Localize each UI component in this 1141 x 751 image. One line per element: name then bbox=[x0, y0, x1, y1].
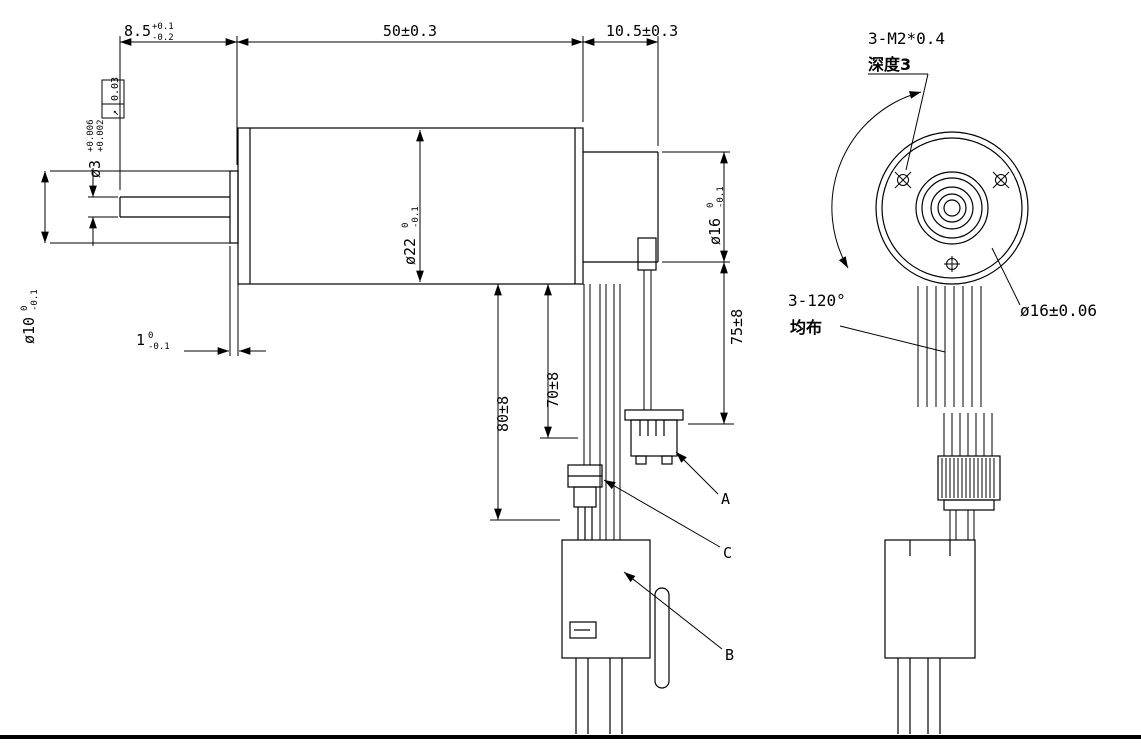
crimp-connector bbox=[937, 455, 1001, 511]
rear-housing bbox=[583, 151, 659, 271]
ribbon-cable-upper bbox=[917, 286, 982, 407]
ribbon-cable-lower bbox=[943, 413, 993, 456]
dim-rear-dia-text: ø16 0 -0.1 bbox=[706, 186, 726, 245]
front-face-circles bbox=[875, 131, 1029, 285]
front-view bbox=[831, 73, 1029, 734]
dim-lead-c-text: 70±8 bbox=[544, 372, 562, 408]
extension-lines-top bbox=[119, 36, 659, 190]
dim-shaft-length-value: 8.5 bbox=[124, 22, 151, 40]
dim-lead-c-value: 70±8 bbox=[544, 372, 562, 408]
gdt-symbol: ↗ bbox=[110, 110, 121, 116]
dim-lead-a-value: 75±8 bbox=[728, 309, 746, 345]
screw-hole-upper-right bbox=[995, 174, 1007, 186]
dim-boss-dia-tol-up: 0 bbox=[20, 306, 30, 311]
dim-rear-dia-tol-dn: -0.1 bbox=[716, 186, 726, 208]
dim-angle-arc bbox=[831, 91, 922, 269]
dim-boss-dia-lines bbox=[41, 170, 230, 244]
dim-shaft-dia-lines bbox=[88, 168, 118, 246]
dim-rear-dia-lines bbox=[662, 151, 730, 263]
dim-flange-thk-tol-dn: -0.1 bbox=[148, 342, 170, 352]
dim-shaft-dia-tol-up: +0.006 bbox=[86, 119, 96, 152]
dim-flange-thk-lines bbox=[184, 246, 266, 356]
dim-body-dia-tol-up: 0 bbox=[401, 223, 411, 228]
dim-rear-length-value: 10.5±0.3 bbox=[606, 22, 678, 40]
front-view-leaders bbox=[839, 73, 1021, 353]
dim-shaft-dia-value: ø3 bbox=[86, 160, 104, 178]
dim-rear-dia-tol-up: 0 bbox=[706, 203, 716, 208]
thread-depth-note: 深度3 bbox=[868, 55, 911, 74]
front-view-wires-mid bbox=[949, 510, 975, 540]
dim-flange-thk-tol-up: 0 bbox=[148, 331, 153, 341]
dim-flange-thk-value: 1 bbox=[136, 331, 145, 349]
label-b: B bbox=[725, 646, 734, 664]
dim-body-length-value: 50±0.3 bbox=[383, 22, 437, 40]
angle-note-leader bbox=[839, 325, 946, 353]
side-view bbox=[119, 127, 684, 734]
wire-bundle bbox=[583, 284, 621, 540]
dim-boss-dia-value: ø10 bbox=[20, 317, 38, 344]
dim-boss-dia-text: ø10 0 -0.1 bbox=[20, 289, 40, 344]
front-view-connector bbox=[884, 539, 976, 734]
angle-note: 均布 bbox=[790, 318, 822, 337]
rear-terminal-block bbox=[637, 237, 657, 271]
dim-lead-b-value: 80±8 bbox=[494, 396, 512, 432]
dim-lead-b-text: 80±8 bbox=[494, 396, 512, 432]
thread-leader bbox=[905, 73, 929, 171]
component-leaders bbox=[603, 451, 723, 650]
side-view-annotations: 8.5 +0.1 -0.2 50±0.3 10.5±0.3 ø3 +0.006 … bbox=[20, 22, 746, 664]
dim-lead-a-text: 75±8 bbox=[728, 309, 746, 345]
side-view-dimensions bbox=[41, 36, 734, 650]
gdt-value: 0.03 bbox=[110, 77, 121, 101]
motor-shaft bbox=[119, 196, 230, 218]
thread-callout: 3-M2*0.4 bbox=[868, 29, 945, 48]
dim-rear-dia-value: ø16 bbox=[706, 218, 724, 245]
dim-body-dia-value: ø22 bbox=[401, 238, 419, 265]
wire-to-connector-a bbox=[643, 270, 652, 410]
motor-front-boss bbox=[229, 170, 239, 244]
label-c: C bbox=[723, 544, 732, 562]
dim-shaft-dia-tol-dn: +0.002 bbox=[96, 119, 106, 152]
connector-b bbox=[561, 539, 651, 734]
dim-body-dia-text: ø22 0 -0.1 bbox=[401, 206, 421, 265]
motor-body bbox=[237, 127, 584, 285]
pilot-dia-leader bbox=[991, 247, 1021, 306]
dim-shaft-length-tol-dn: -0.2 bbox=[152, 33, 174, 43]
front-view-annotations: 3-M2*0.4 深度3 3-120° 均布 ø16±0.06 bbox=[788, 29, 1097, 337]
dim-lead-lines bbox=[490, 262, 734, 521]
dim-boss-dia-tol-dn: -0.1 bbox=[30, 289, 40, 311]
gdt-feature-control-frame: ↗ 0.03 bbox=[101, 77, 125, 119]
connector-c bbox=[567, 464, 603, 540]
connector-a bbox=[624, 409, 684, 465]
dim-shaft-length-tol-up: +0.1 bbox=[152, 22, 174, 32]
loose-lead-terminal bbox=[654, 587, 670, 689]
label-a: A bbox=[721, 490, 730, 508]
pilot-dia-value: ø16±0.06 bbox=[1020, 301, 1097, 320]
dim-shaft-dia-text: ø3 +0.006 +0.002 ↗ 0.03 bbox=[86, 77, 125, 178]
dim-body-dia-tol-dn: -0.1 bbox=[411, 206, 421, 228]
angle-callout: 3-120° bbox=[788, 291, 846, 310]
